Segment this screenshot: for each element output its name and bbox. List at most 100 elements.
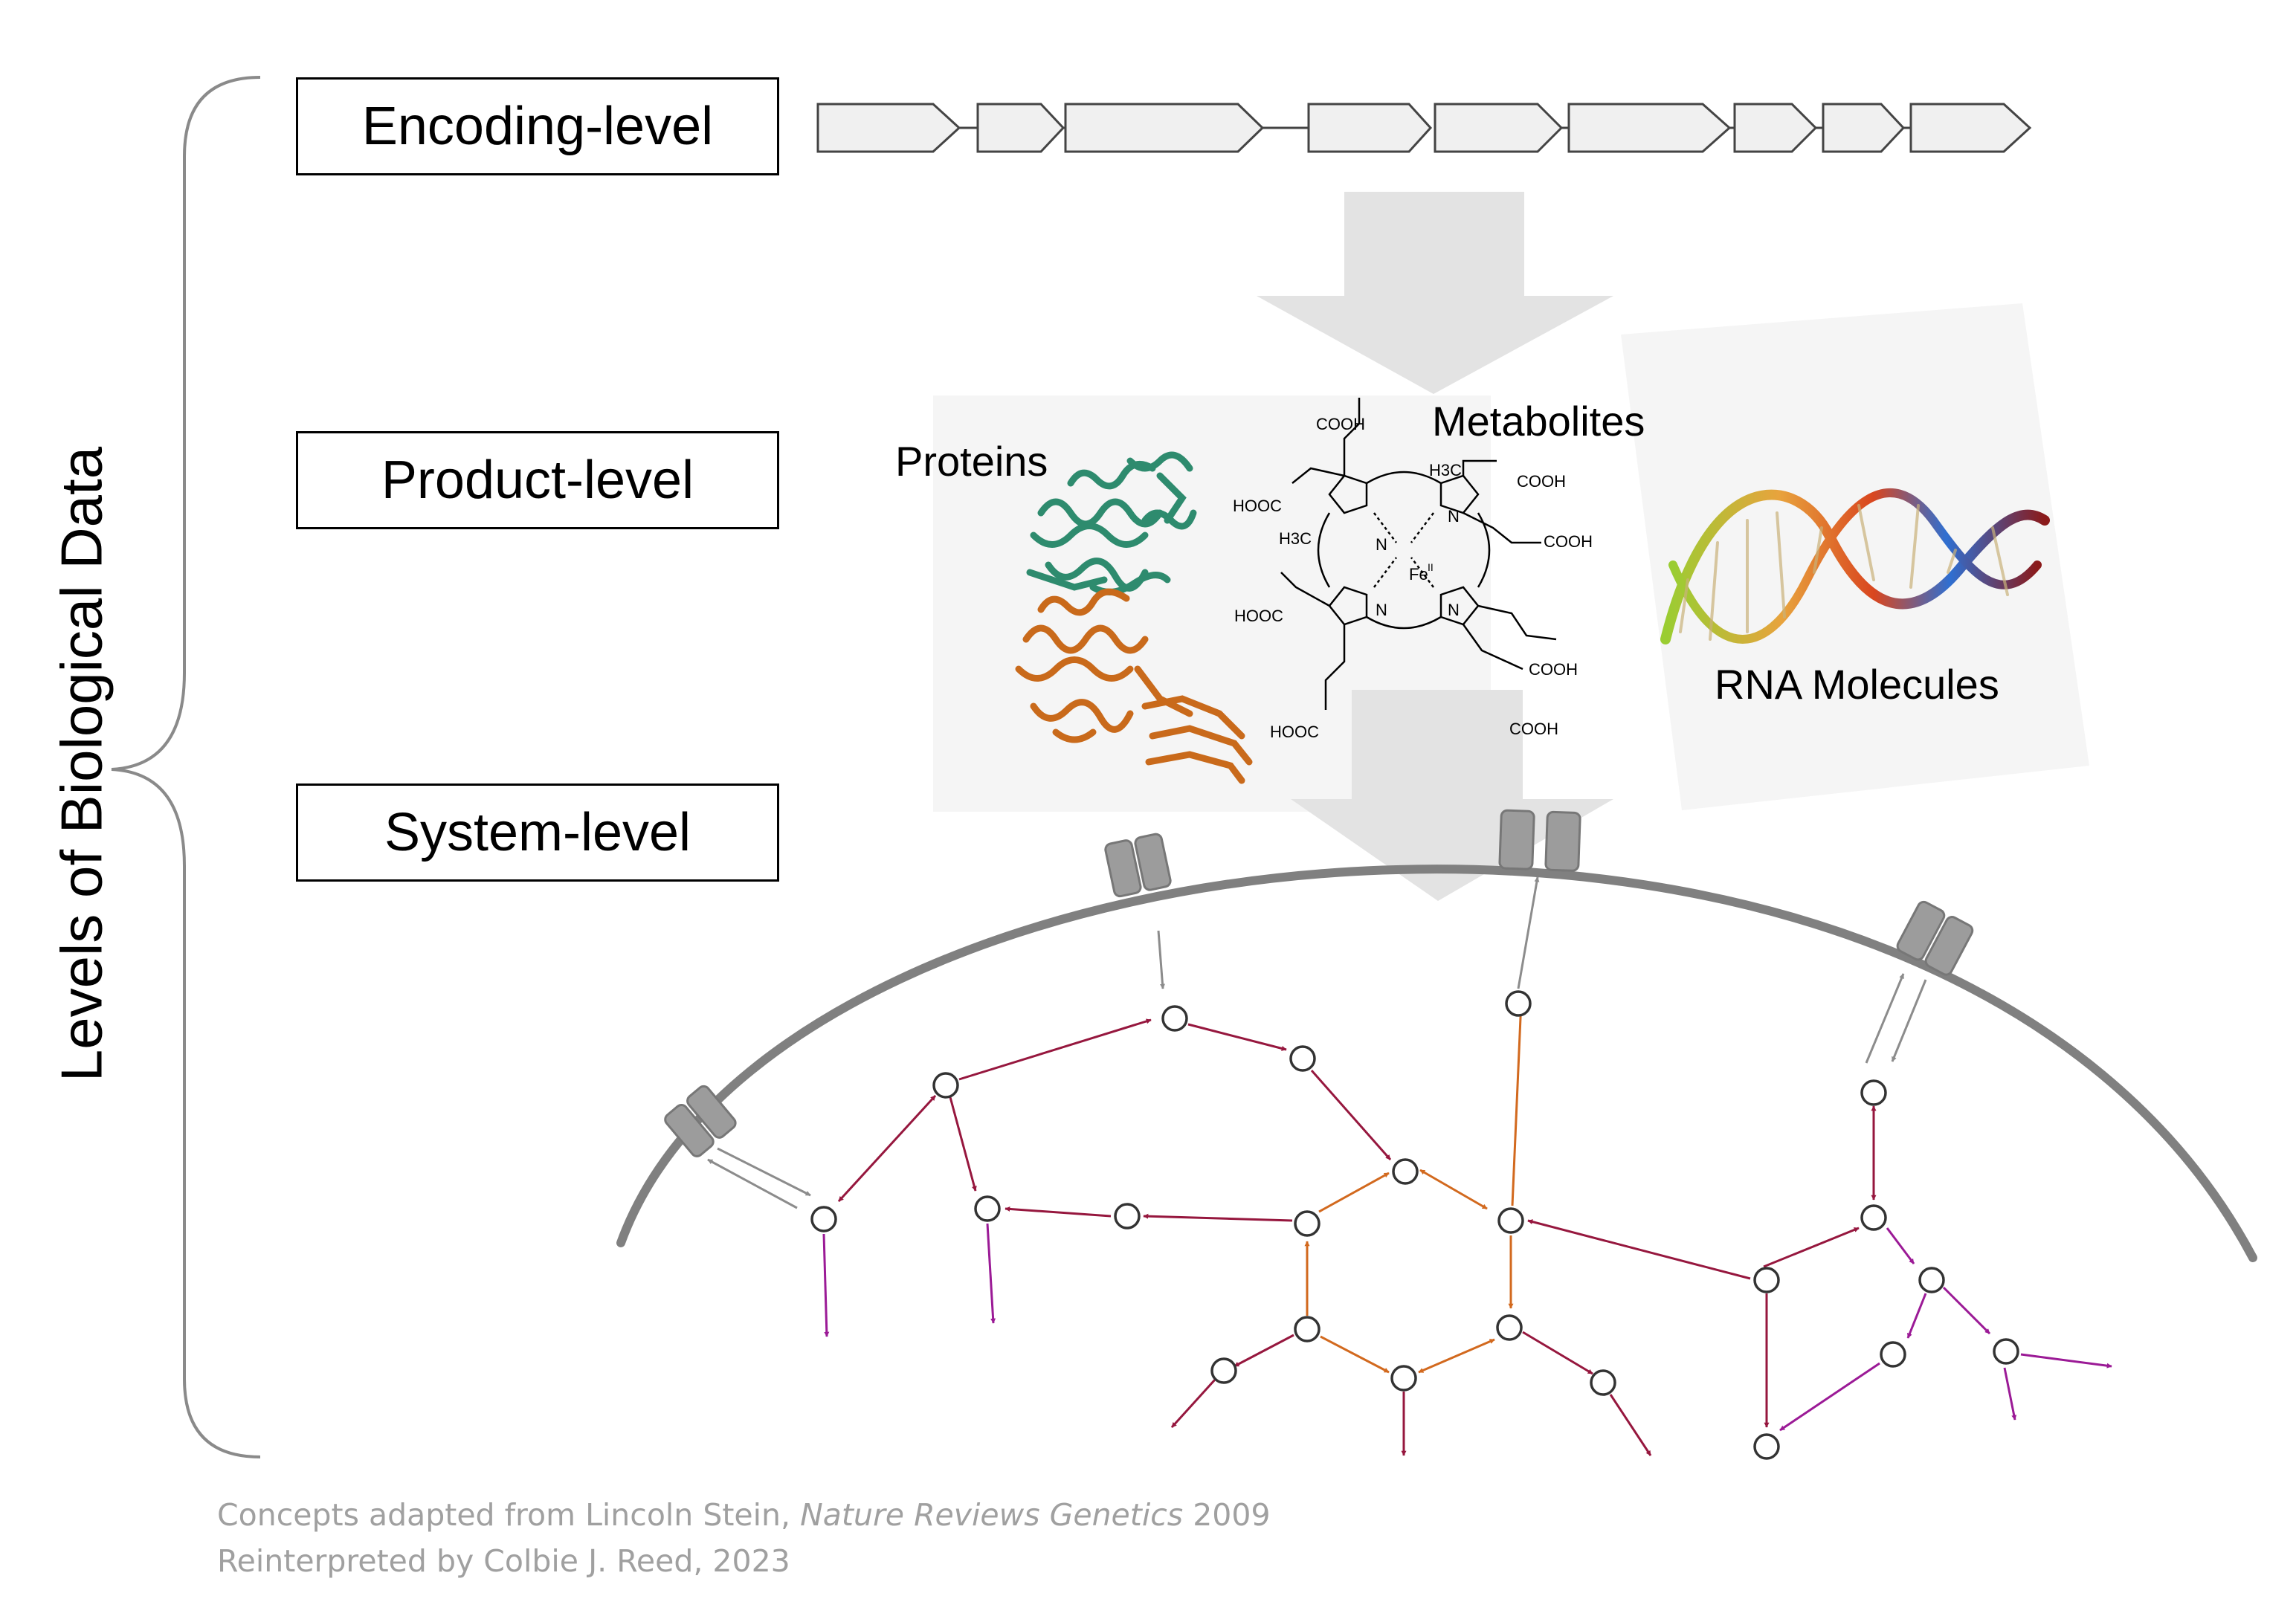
rna-molecules-label: RNA Molecules xyxy=(1715,661,1999,708)
credit-line-1: Concepts adapted from Lincoln Stein, Nat… xyxy=(217,1497,1271,1533)
gene-arrow xyxy=(816,103,961,153)
edge xyxy=(1942,1286,1991,1335)
metabolite-node xyxy=(1505,990,1532,1017)
svg-text:COOH: COOH xyxy=(1316,415,1365,433)
gene-arrow xyxy=(1733,103,1818,153)
metabolite-node xyxy=(1161,1005,1188,1032)
svg-text:HOOC: HOOC xyxy=(1234,607,1283,625)
metabolites-label: Metabolites xyxy=(1432,398,1645,445)
edge xyxy=(1522,1331,1593,1375)
edge xyxy=(1865,973,1905,1064)
edge xyxy=(986,1223,996,1324)
metabolite-node xyxy=(1860,1204,1887,1231)
svg-text:N: N xyxy=(1448,601,1460,619)
svg-text:N: N xyxy=(1448,507,1460,526)
metabolite-node xyxy=(1390,1365,1417,1392)
edge xyxy=(1527,1219,1751,1280)
svg-text:COOH: COOH xyxy=(1529,660,1578,679)
edge xyxy=(837,1094,937,1203)
heme-labels: COOH HOOC H3C H3C COOH COOH HOOC COOH HO… xyxy=(1233,415,1593,741)
metabolite-node xyxy=(1210,1357,1237,1384)
metabolite-node xyxy=(1496,1314,1523,1341)
credit-prefix: Concepts adapted from Lincoln Stein, xyxy=(217,1497,801,1533)
metabolite-node xyxy=(1880,1341,1906,1368)
metabolite-node xyxy=(1753,1433,1780,1460)
edge xyxy=(1609,1394,1652,1456)
gene-arrow xyxy=(1064,103,1265,153)
edge xyxy=(1310,1070,1392,1160)
edge xyxy=(1187,1023,1287,1051)
heme-structure xyxy=(1280,398,1557,710)
edge xyxy=(717,1147,811,1197)
protein-structure-image xyxy=(1015,451,1253,784)
product-level-label: Product-level xyxy=(381,450,694,510)
axis-title: Levels of Biological Data xyxy=(48,446,115,1082)
gene-track xyxy=(816,103,2032,153)
svg-text:H3C: H3C xyxy=(1429,461,1462,479)
svg-text:N: N xyxy=(1376,535,1387,554)
metabolite-node xyxy=(1918,1267,1945,1293)
gene-arrow xyxy=(1307,103,1433,153)
rna-structure-image xyxy=(1660,488,2050,644)
metabolite-node xyxy=(1497,1207,1524,1234)
credit-journal: Nature Reviews Genetics xyxy=(800,1497,1184,1533)
edge xyxy=(1419,1169,1488,1210)
edge xyxy=(1891,979,1927,1062)
edge xyxy=(1234,1334,1294,1368)
network-nodes xyxy=(810,990,2019,1460)
level-brace xyxy=(111,76,261,1458)
svg-text:HOOC: HOOC xyxy=(1270,723,1319,741)
network-edges xyxy=(707,876,2112,1456)
edge xyxy=(1143,1213,1293,1222)
edge xyxy=(1170,1378,1216,1429)
edge xyxy=(1418,1338,1495,1374)
gene-arrow xyxy=(1909,103,2032,153)
proteins-label: Proteins xyxy=(895,438,1048,485)
svg-text:COOH: COOH xyxy=(1544,532,1593,551)
flow-arrow-encoding-to-product xyxy=(1257,192,1613,394)
transporters xyxy=(664,809,1974,1157)
transporter-top-left xyxy=(1104,833,1172,898)
edge xyxy=(1157,930,1166,989)
system-level-label: System-level xyxy=(384,803,691,862)
system-level-box: System-level xyxy=(296,783,779,882)
metabolite-node xyxy=(1289,1045,1316,1072)
metabolite-node xyxy=(1860,1079,1887,1106)
gene-arrow xyxy=(1434,103,1564,153)
edge xyxy=(1779,1362,1880,1432)
transporter-left xyxy=(664,1085,737,1157)
metabolite-node xyxy=(1753,1267,1780,1293)
metabolite-node xyxy=(1590,1369,1616,1396)
credit-year: 2009 xyxy=(1183,1497,1271,1533)
edge xyxy=(2003,1367,2017,1421)
cell-membrane xyxy=(616,865,2257,1262)
credit-line-2: Reinterpreted by Colbie J. Reed, 2023 xyxy=(217,1543,790,1579)
product-level-box: Product-level xyxy=(296,431,779,529)
edge xyxy=(1318,1172,1390,1213)
edge xyxy=(958,1018,1152,1081)
encoding-level-box: Encoding-level xyxy=(296,77,779,175)
gene-arrow xyxy=(976,103,1065,153)
gene-arrow xyxy=(1822,103,1906,153)
edge xyxy=(1886,1227,1915,1264)
edge xyxy=(1906,1293,1927,1339)
edge xyxy=(1517,876,1540,989)
rna-panel xyxy=(1621,303,2089,810)
metabolite-node xyxy=(1392,1158,1419,1185)
edge xyxy=(1320,1335,1390,1374)
metabolite-node xyxy=(932,1072,959,1099)
edge xyxy=(949,1096,977,1192)
metabolite-node xyxy=(810,1206,837,1232)
edge xyxy=(1511,1000,1524,1206)
encoding-level-label: Encoding-level xyxy=(361,97,714,156)
metabolite-node xyxy=(1993,1338,2019,1365)
metabolite-node xyxy=(1114,1203,1141,1230)
svg-text:Fe: Fe xyxy=(1409,565,1428,584)
transporter-right xyxy=(1896,900,1974,976)
svg-text:COOH: COOH xyxy=(1509,720,1558,738)
metabolite-node xyxy=(974,1195,1001,1222)
svg-text:COOH: COOH xyxy=(1517,472,1566,491)
edge xyxy=(2020,1353,2112,1369)
flow-arrow-product-to-system xyxy=(1291,690,1613,901)
